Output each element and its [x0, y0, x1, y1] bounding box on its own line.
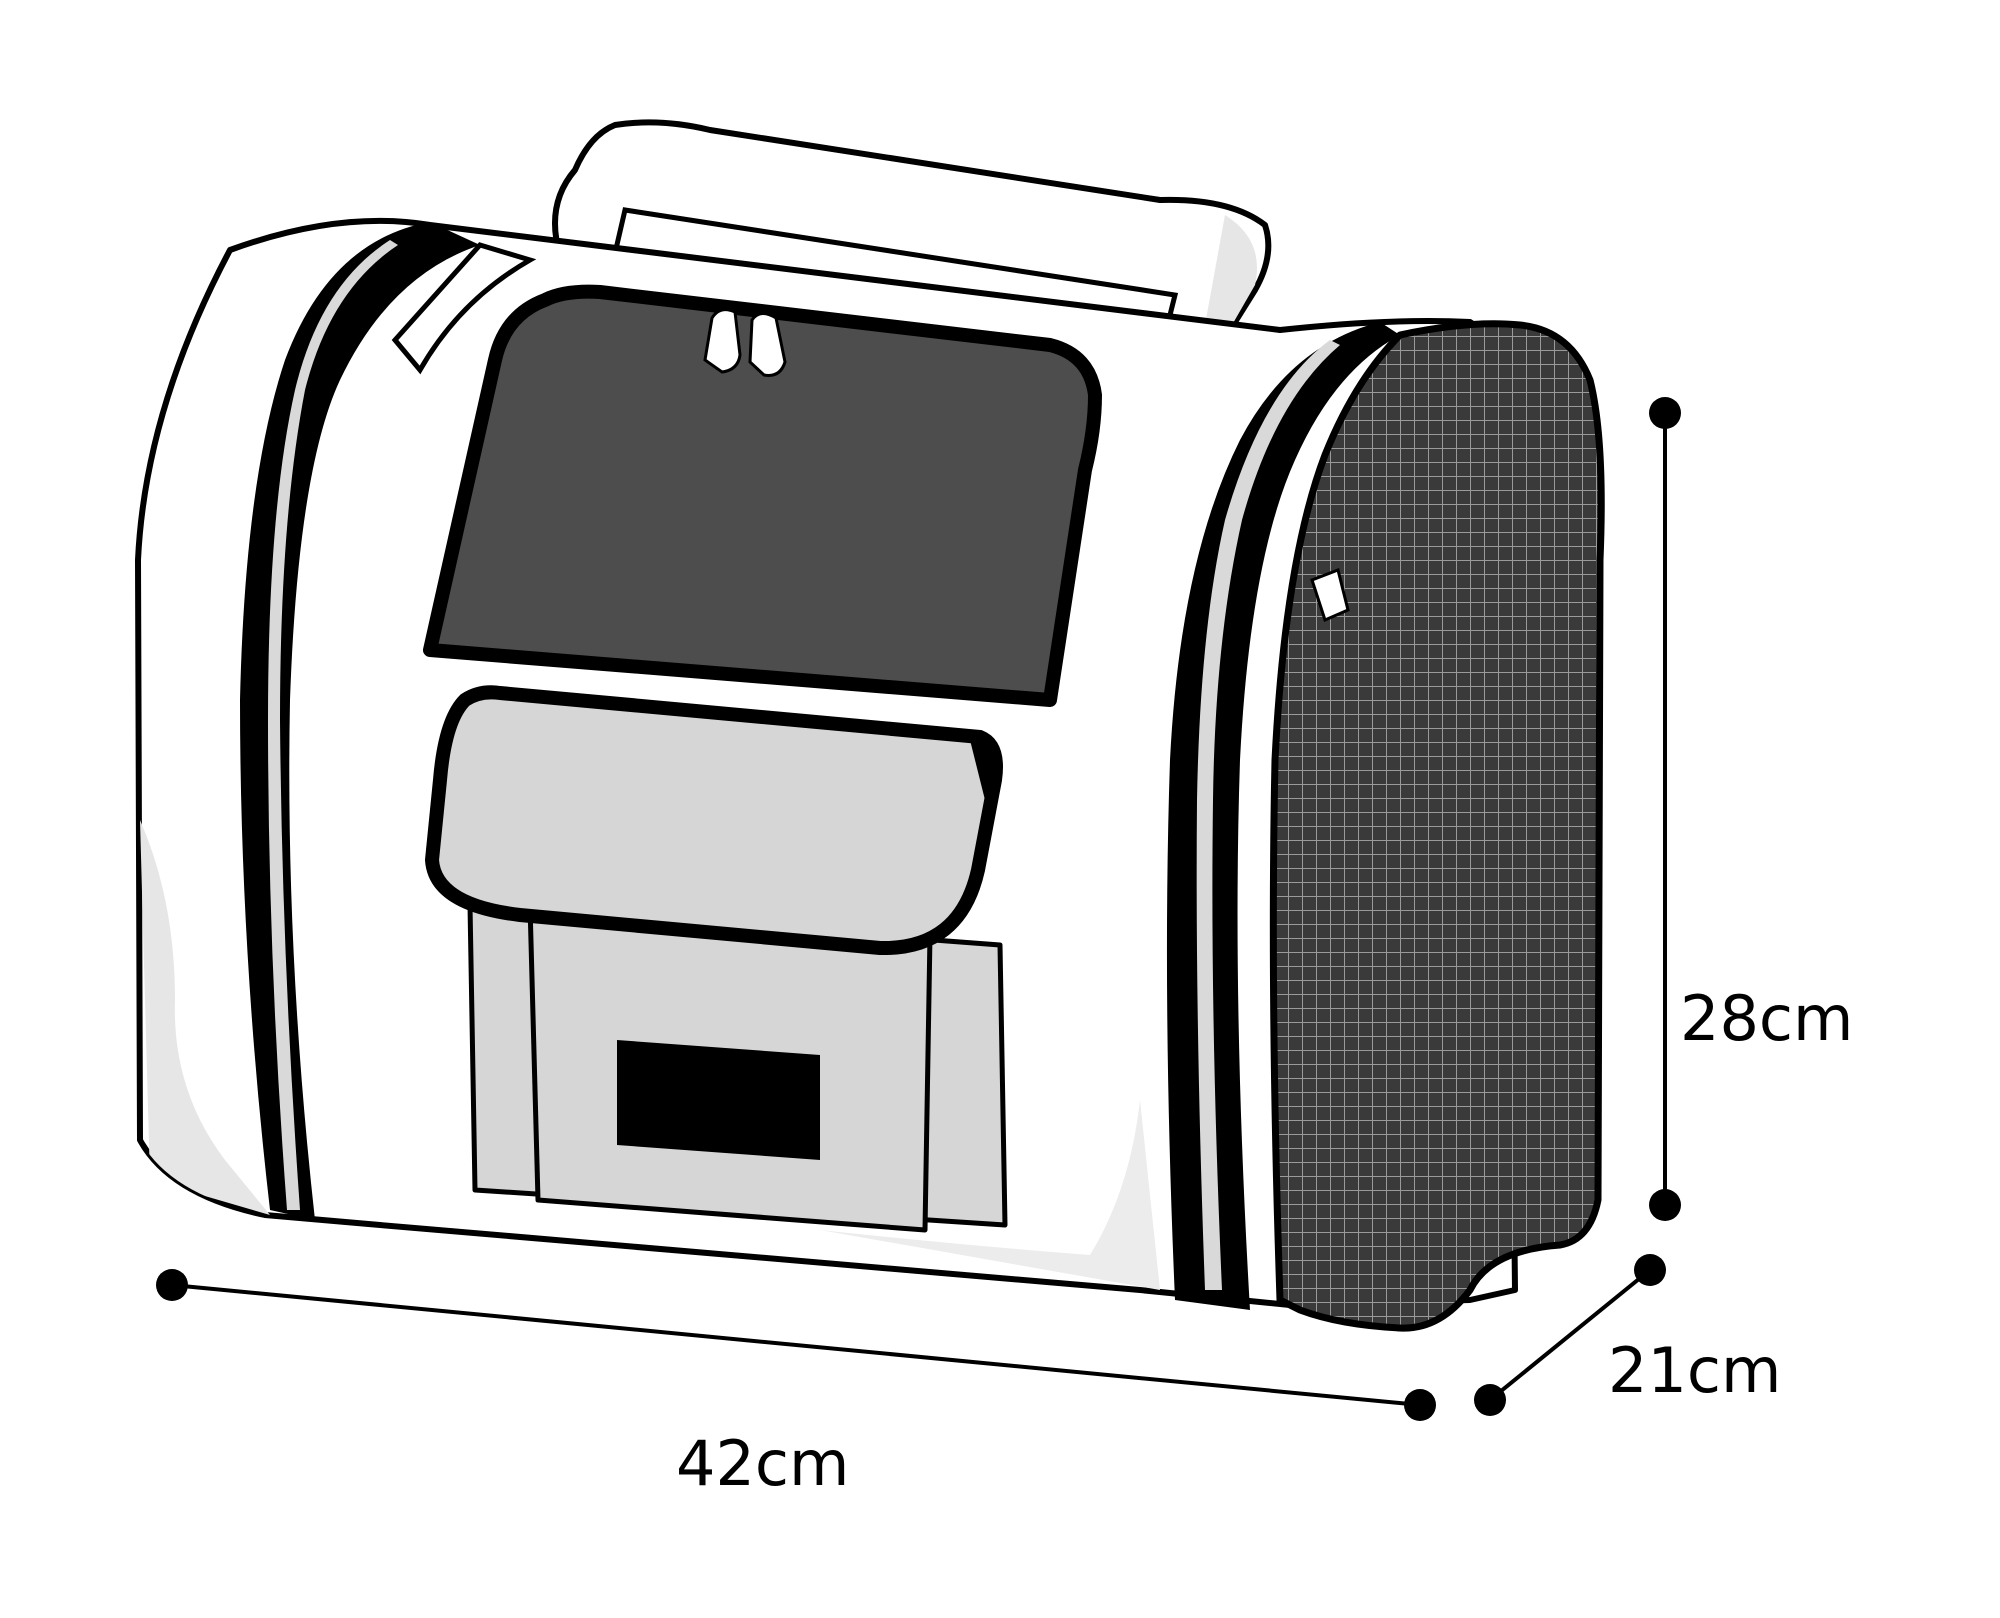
height-endpoint-top [1649, 397, 1681, 429]
depth-label: 21cm [1608, 1334, 1781, 1407]
left-zipper-band [240, 222, 537, 1220]
height-dimension: 28cm [1649, 397, 1853, 1221]
depth-dimension: 21cm [1474, 1254, 1781, 1416]
zipper-pull-icon [1310, 567, 1350, 623]
right-zipper-band [1166, 322, 1400, 1310]
front-pocket [425, 685, 1008, 1233]
height-endpoint-bottom [1649, 1189, 1681, 1221]
width-endpoint-right [1404, 1389, 1436, 1421]
mesh-side-panel [1269, 320, 1605, 1332]
height-label: 28cm [1680, 982, 1853, 1055]
depth-endpoint-top [1634, 1254, 1666, 1286]
width-endpoint-left [156, 1269, 188, 1301]
label-patch [617, 1040, 820, 1160]
top-mesh-window [423, 284, 1102, 707]
bag-illustration [135, 119, 1605, 1332]
depth-endpoint-bottom [1474, 1384, 1506, 1416]
width-dimension: 42cm [156, 1269, 1436, 1500]
width-label: 42cm [676, 1427, 849, 1500]
zipper-pull-icon [703, 308, 787, 377]
